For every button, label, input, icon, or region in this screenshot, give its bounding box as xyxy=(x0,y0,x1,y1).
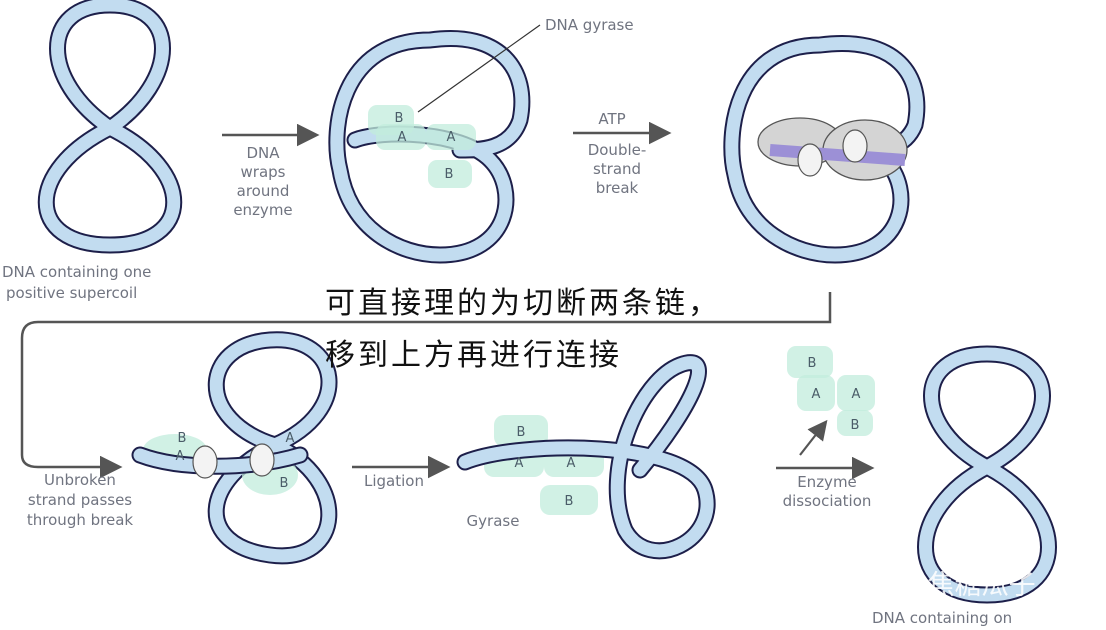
step1-label-3: around xyxy=(237,182,290,200)
ligation-label: Ligation xyxy=(364,472,424,490)
dna-wrapped-enzyme: B A A B xyxy=(328,30,531,264)
subunit-a-5: A xyxy=(515,456,524,471)
strand-passing-figure: B A A B xyxy=(131,331,338,565)
step3-label-2: strand passes xyxy=(28,491,132,509)
step2-label-3: strand xyxy=(593,160,641,178)
double-strand-break xyxy=(723,35,926,264)
subunit-a-8: A xyxy=(852,387,861,402)
step1-label-1: DNA xyxy=(246,144,280,162)
final-caption: DNA containing on xyxy=(872,609,1012,627)
annotation-line-1: 可直接理的为切断两条链， xyxy=(325,286,721,321)
dissociated-enzyme: B A A B xyxy=(787,346,875,436)
subunit-a-6: A xyxy=(567,456,576,471)
step2-label-4: break xyxy=(596,179,639,197)
step1-label-2: wraps xyxy=(241,163,286,181)
subunit-b-1: B xyxy=(395,111,404,126)
step2-label-2: Double- xyxy=(588,141,647,159)
step5-label-2: dissociation xyxy=(783,492,872,510)
subunit-a-2: A xyxy=(447,130,456,145)
dna-gyrase-label: DNA gyrase xyxy=(545,16,634,34)
step1-label-4: enzyme xyxy=(233,201,292,219)
step3-label-3: through break xyxy=(27,511,133,529)
arrow-release xyxy=(799,419,828,456)
initial-caption-1: DNA containing one xyxy=(2,263,151,281)
subunit-b-3: B xyxy=(178,431,187,446)
ligated-dna-figure: B A A B xyxy=(456,354,716,560)
step3-label-1: Unbroken xyxy=(44,471,116,489)
subunit-b-8: B xyxy=(851,418,860,433)
subunit-a-3: A xyxy=(176,449,185,464)
subunit-a-7: A xyxy=(812,387,821,402)
step5-label-1: Enzyme xyxy=(797,473,857,491)
gyrase-label: Gyrase xyxy=(467,512,520,530)
subunit-b-5: B xyxy=(517,425,526,440)
subunit-a-1: A xyxy=(398,130,407,145)
annotation-line-2: 移到上方再进行连接 xyxy=(325,338,622,373)
initial-caption-2: positive supercoil xyxy=(6,284,137,302)
subunit-b-7: B xyxy=(808,356,817,371)
process-connector xyxy=(20,292,832,479)
subunit-a-4: A xyxy=(286,431,295,446)
step2-label-1: ATP xyxy=(598,110,625,128)
subunit-b-2: B xyxy=(445,167,454,182)
subunit-b-4: B xyxy=(280,476,289,491)
watermark: 知乎 @焦糖瓜子 xyxy=(838,570,1036,601)
figure-eight-initial xyxy=(37,0,183,254)
figure-eight-final xyxy=(917,345,1057,604)
gyrase-leader-line xyxy=(417,24,541,113)
subunit-b-6: B xyxy=(565,494,574,509)
